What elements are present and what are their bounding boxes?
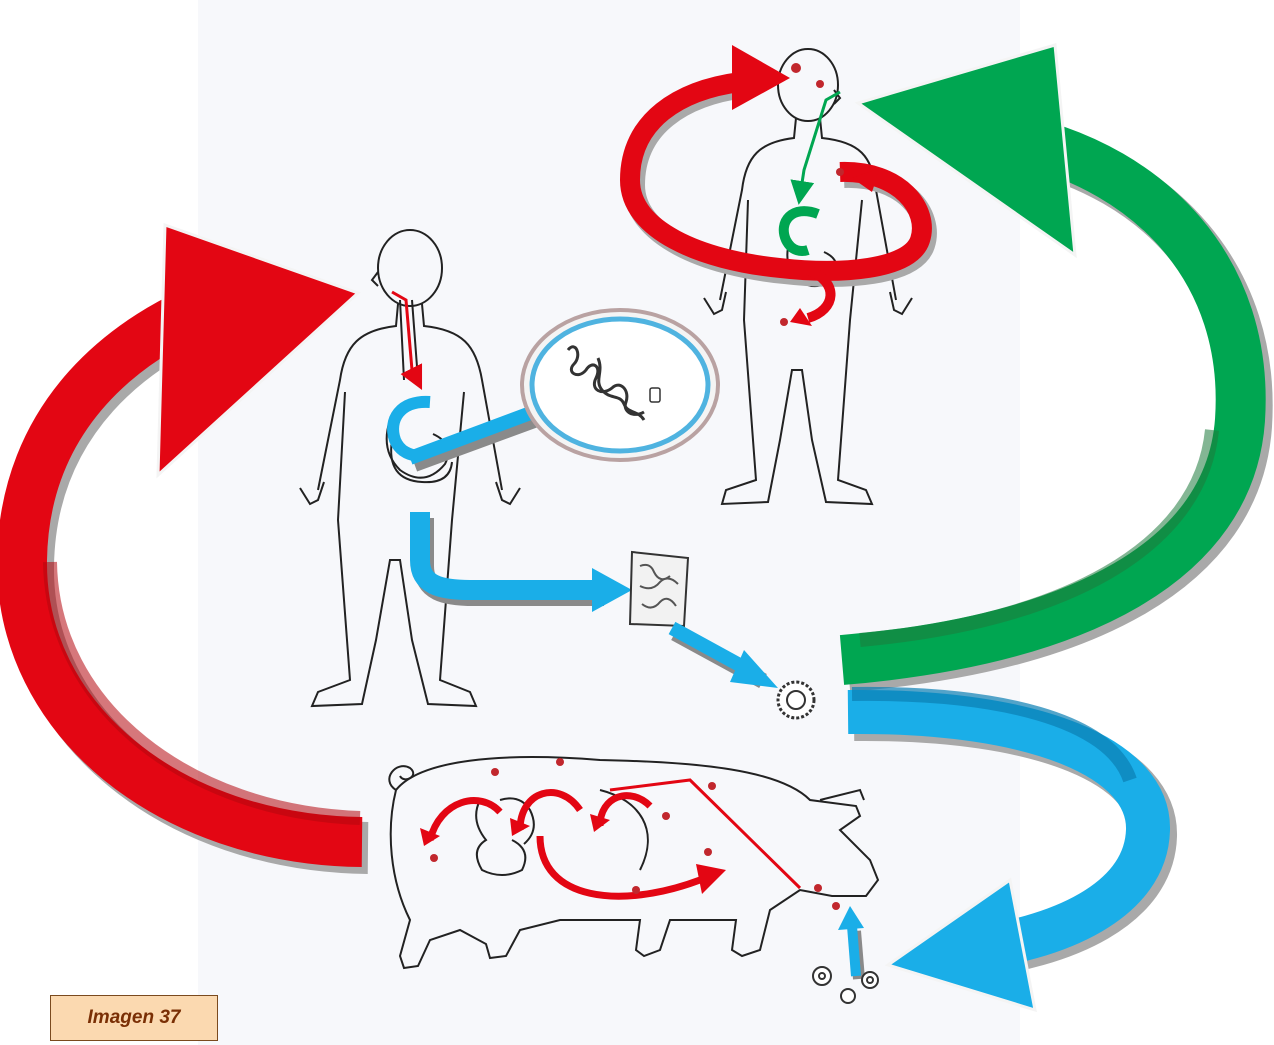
tapeworm-magnified: [522, 310, 718, 460]
figure-caption-label: Imagen 37: [88, 1007, 181, 1029]
egg-icon: [778, 682, 814, 718]
proglottid-icon: [630, 552, 688, 626]
figure-caption: Imagen 37: [50, 995, 218, 1041]
paper-sheet: [198, 0, 1020, 1045]
